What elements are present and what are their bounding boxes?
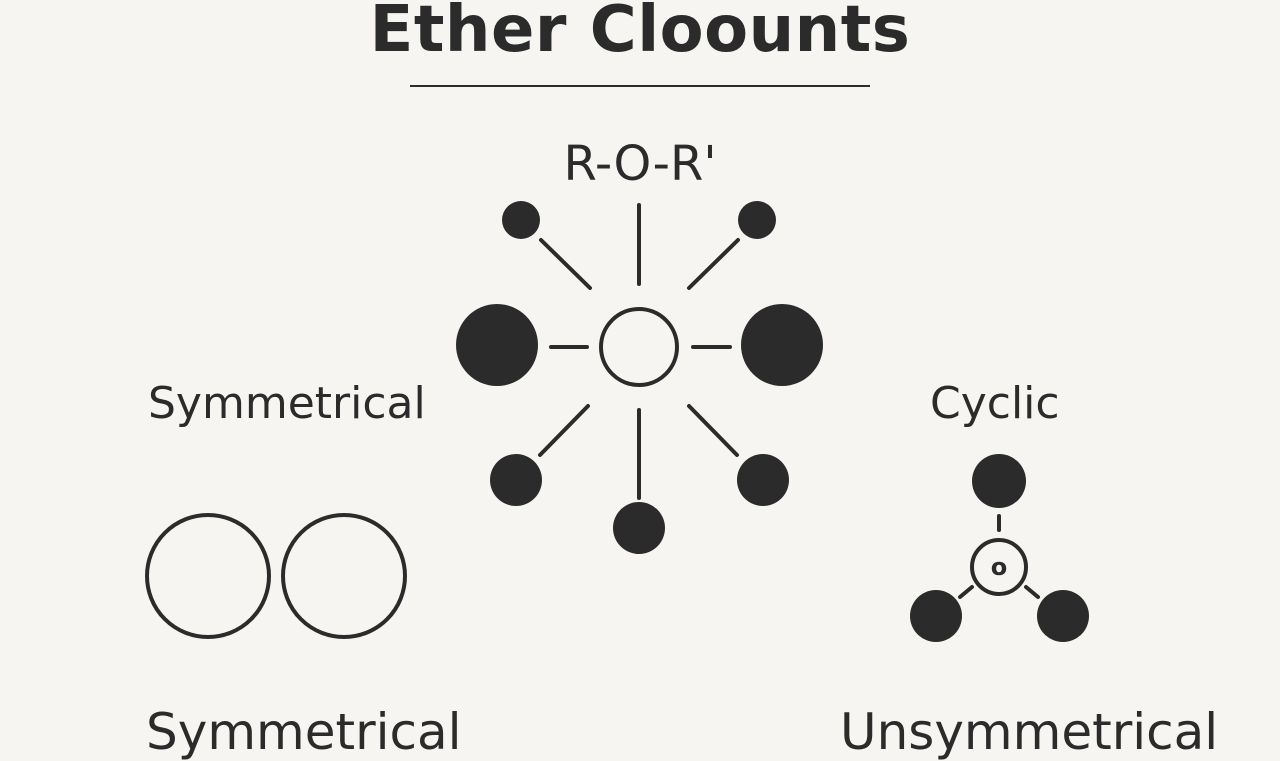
bond-top-right (687, 238, 740, 290)
symmetrical-ring-right (281, 513, 407, 639)
hydrogen-atom-top-left (502, 201, 540, 239)
symmetrical-label: Symmetrical (148, 378, 426, 429)
bond-top-left (539, 238, 592, 290)
hydrogen-atom-top-right (738, 201, 776, 239)
hydrogen-atom-bottom (613, 502, 665, 554)
bond-bottom-right (687, 404, 739, 457)
bond-bottom-left (538, 404, 590, 457)
ether-diagram: o (145, 201, 1089, 642)
title-underline (410, 85, 870, 87)
cyclic-bonds (958, 514, 1040, 599)
cyclic-label: Cyclic (930, 378, 1060, 429)
hydrogen-atom-bottom-left (490, 454, 542, 506)
hydrogen-atom-bottom-right (737, 454, 789, 506)
page-title: Ether Cloounts (369, 0, 911, 67)
formula-label: R-O-R' (563, 136, 717, 192)
cyclic-atom-top (972, 454, 1026, 508)
cyclic-bond-right (1024, 585, 1040, 599)
carbon-atom-left (456, 304, 538, 386)
cyclic-atom-left (910, 590, 962, 642)
footer-left-label: Symmetrical (146, 703, 462, 761)
footer-right-label: Unsymmetrical (840, 703, 1219, 761)
symmetrical-ring-left (145, 513, 271, 639)
cyclic-bond-left (958, 585, 974, 599)
cyclic-oxygen-atom (970, 538, 1028, 596)
cyclic-atom-right (1037, 590, 1089, 642)
central-bonds (538, 203, 740, 500)
carbon-atom-right (741, 304, 823, 386)
oxygen-atom (599, 307, 679, 387)
cyclic-oxygen-label: o (991, 553, 1008, 581)
